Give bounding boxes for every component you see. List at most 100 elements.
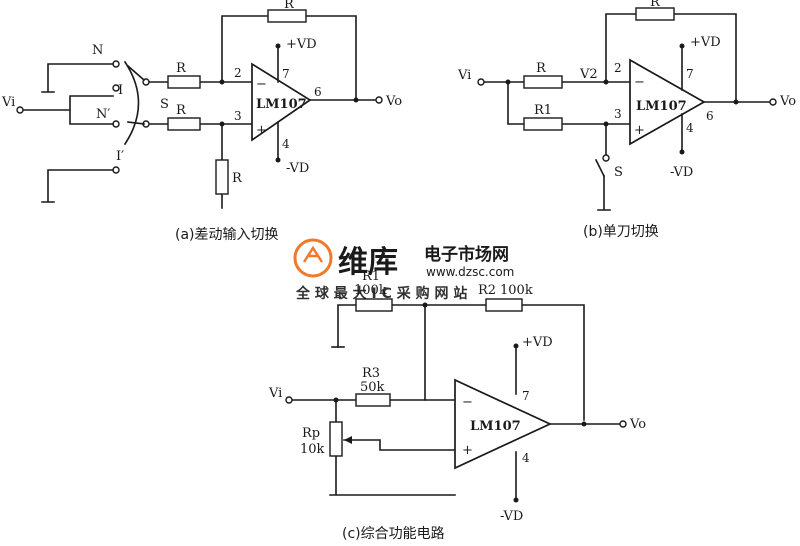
a-node-i-prime-terminal: [112, 166, 120, 174]
a-input-top-resistor-label: R: [176, 61, 187, 76]
b-feedback-resistor-label: R: [650, 0, 661, 10]
watermark-logo-icon: [293, 238, 333, 278]
b-supply-neg: -VD: [670, 165, 693, 180]
a-node-i-terminal: [112, 84, 120, 92]
b-node-v2-label: V2: [579, 67, 598, 82]
a-op-amp-minus: −: [256, 77, 267, 92]
a-output-terminal: [375, 96, 383, 104]
c-r3-resistor: [355, 393, 391, 407]
watermark-tagline: 电子市场网: [424, 244, 509, 265]
a-switch-label: S: [160, 97, 169, 112]
watermark-logo-mark: [302, 245, 324, 263]
a-junction-top: [219, 79, 225, 85]
a-op-amp-chip: LM107: [256, 97, 307, 112]
a-caption: (a)差动输入切换: [175, 226, 279, 243]
a-op-amp: [251, 62, 312, 142]
b-pin-2: 2: [614, 61, 622, 75]
b-r1-resistor: [523, 117, 563, 131]
c-op-amp-plus: +: [462, 443, 473, 458]
a-node-i-label: I: [118, 83, 123, 98]
c-r1-resistor: [355, 298, 393, 312]
b-feedback-resistor: [635, 7, 675, 21]
a-pin-3: 3: [234, 109, 242, 123]
c-supply-neg: -VD: [500, 509, 523, 524]
b-input-junction: [505, 79, 511, 85]
a-ground-resistor: [215, 159, 229, 195]
a-input-label: Vi: [1, 95, 15, 110]
watermark-slogan: 全 球 最 大 I C 采 购 网 站: [295, 285, 467, 302]
a-pin-7: 7: [282, 67, 290, 81]
a-vneg-terminal: [275, 157, 281, 163]
a-pin-4: 4: [282, 137, 290, 151]
a-pin-6: 6: [314, 85, 322, 99]
b-output-terminal: [769, 98, 777, 106]
b-pin-7: 7: [686, 67, 694, 81]
b-output-junction: [733, 99, 739, 105]
c-rp-name: Rp: [302, 426, 320, 441]
c-input-label: Vi: [268, 386, 282, 401]
c-supply-pos: +VD: [522, 335, 553, 350]
b-input-resistor: [523, 75, 563, 89]
watermark: 维库 电子市场网 www.dzsc.com 全 球 最 大 I C 采 购 网 …: [293, 238, 514, 302]
c-input-junction: [333, 397, 339, 403]
a-node-n-terminal: [112, 60, 120, 68]
c-caption: (c)综合功能电路: [342, 526, 445, 542]
c-pin-7: 7: [522, 389, 530, 403]
c-r2-value: 100k: [500, 283, 533, 298]
b-r1-label: R1: [534, 103, 552, 118]
c-pin-4: 4: [522, 451, 530, 465]
c-r1-value: 100k: [354, 283, 387, 298]
c-op-amp-minus: −: [462, 395, 473, 410]
a-output-label: Vo: [385, 94, 402, 109]
b-pin-3: 3: [614, 107, 622, 121]
a-input-top-resistor: [167, 75, 201, 89]
c-vneg-terminal: [513, 497, 519, 503]
a-vpos-terminal: [275, 43, 281, 49]
c-rp-value: 10k: [300, 442, 325, 457]
b-op-amp-minus: −: [634, 75, 645, 90]
circuit-a: R R R R LM107 − + 2 3 +VD -VD 7 4 6: [1, 0, 402, 243]
a-supply-neg: -VD: [286, 161, 309, 176]
a-output-junction: [353, 97, 359, 103]
a-node-n-label: N: [92, 43, 103, 58]
a-feedback-resistor-label: R: [284, 0, 295, 12]
c-op-amp: [454, 378, 553, 470]
a-input-terminal: [16, 106, 24, 114]
b-op-amp: [629, 58, 706, 146]
c-vpos-terminal: [513, 343, 519, 349]
c-input-terminal: [285, 396, 293, 404]
c-output-terminal: [619, 420, 627, 428]
b-junction-inv: [603, 79, 609, 85]
c-r3-name: R3: [362, 366, 380, 381]
circuit-c: R1 100k R2 100k R3 50k Vi Rp 10k LM107 −…: [268, 269, 646, 542]
watermark-brand: 维库: [338, 245, 398, 280]
watermark-url: www.dzsc.com: [426, 265, 514, 279]
c-r2-name: R2: [478, 283, 496, 298]
a-node-n-prime-label: N′: [96, 107, 110, 122]
a-feedback-resistor: [267, 9, 307, 23]
c-rp-wiper-arrow: [344, 436, 352, 444]
b-vneg-terminal: [679, 149, 685, 155]
b-input-resistor-label: R: [536, 61, 547, 76]
b-input-label: Vi: [457, 68, 471, 83]
c-output-junction: [581, 421, 587, 427]
a-op-amp-plus: +: [256, 123, 267, 138]
c-output-label: Vo: [629, 417, 646, 432]
a-ground-resistor-label: R: [232, 171, 243, 186]
a-input-bottom-resistor-label: R: [176, 103, 187, 118]
b-switch-contact: [602, 154, 610, 162]
b-input-terminal: [477, 78, 485, 86]
b-op-amp-plus: +: [634, 123, 645, 138]
b-caption: (b)单刀切换: [583, 223, 659, 240]
a-input-bottom-resistor: [167, 117, 201, 131]
b-supply-pos: +VD: [690, 35, 721, 50]
b-pin-4: 4: [686, 121, 694, 135]
a-node-n-prime-terminal: [112, 120, 120, 128]
b-output-label: Vo: [779, 94, 796, 109]
b-op-amp-chip: LM107: [636, 99, 687, 114]
c-r3-value: 50k: [360, 380, 385, 395]
a-switch-arc: [123, 60, 140, 146]
c-rp-potentiometer: [329, 421, 343, 457]
a-pin-2: 2: [234, 66, 242, 80]
